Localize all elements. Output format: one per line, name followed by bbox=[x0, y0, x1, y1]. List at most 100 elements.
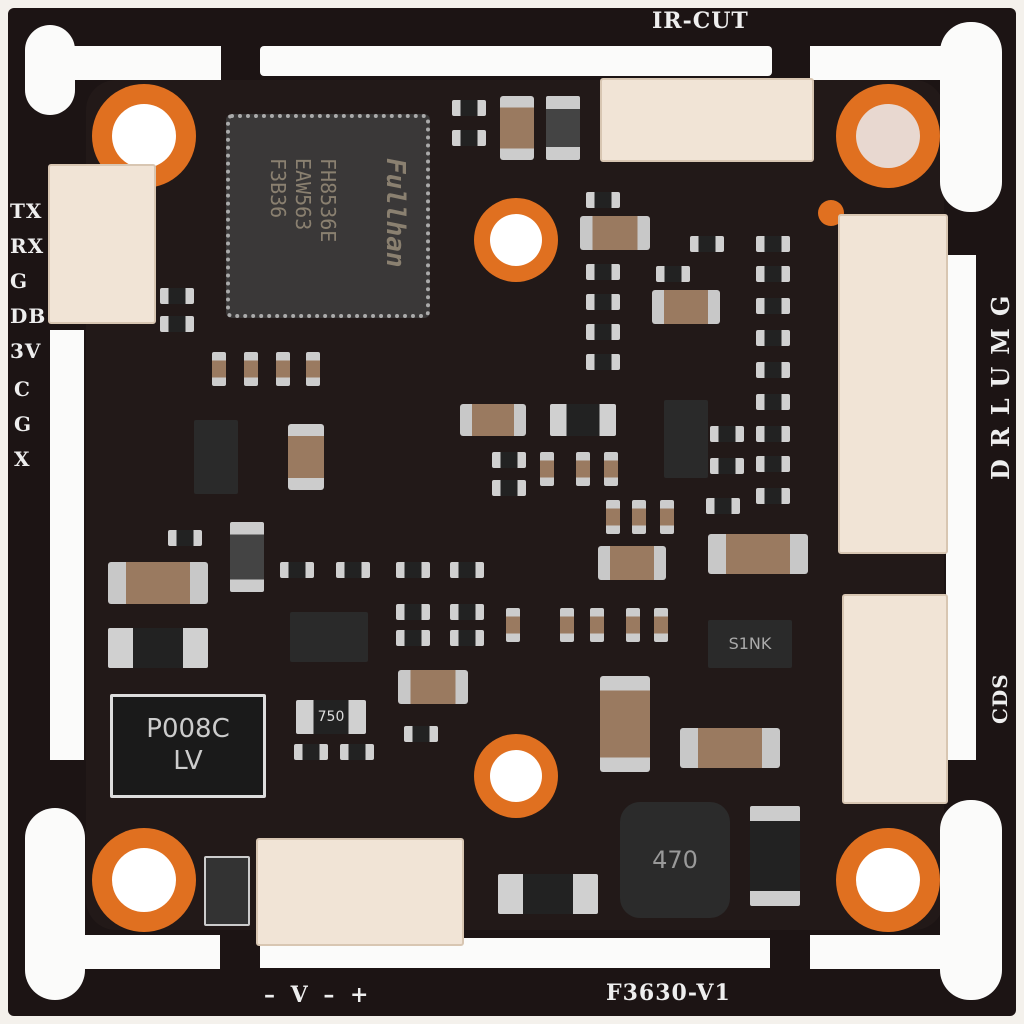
smd-resistor bbox=[690, 236, 724, 252]
smd-resistor bbox=[396, 630, 430, 646]
smd-capacitor bbox=[626, 608, 640, 642]
smd-capacitor bbox=[276, 352, 290, 386]
power-connector bbox=[256, 838, 464, 946]
smd-resistor bbox=[756, 456, 790, 472]
smd-capacitor bbox=[244, 352, 258, 386]
resistor bbox=[108, 628, 208, 668]
diode-code: P008C bbox=[146, 714, 230, 744]
mount-hole bbox=[112, 104, 176, 168]
smd-resistor bbox=[586, 354, 620, 370]
smd-resistor bbox=[450, 604, 484, 620]
smd-resistor bbox=[586, 192, 620, 208]
smd-resistor bbox=[756, 236, 790, 252]
label-cds: CDS bbox=[988, 673, 1012, 724]
mount-hole bbox=[112, 848, 176, 912]
smd-resistor bbox=[492, 480, 526, 496]
label-uart-pins: TX RX G DB 3V bbox=[10, 194, 50, 369]
regulator bbox=[664, 400, 708, 478]
smd-resistor bbox=[160, 316, 194, 332]
smd-capacitor bbox=[576, 452, 590, 486]
processor-chip: Fullhan FH8536E EAW563 F3B36 bbox=[226, 114, 430, 318]
capacitor bbox=[708, 534, 808, 574]
diode-code-2: LV bbox=[173, 746, 203, 776]
label-x: X bbox=[14, 447, 31, 471]
label-g: G bbox=[10, 269, 29, 293]
silk-bar-top bbox=[260, 46, 772, 76]
smd-resistor bbox=[586, 324, 620, 340]
smd-diode: P008C LV bbox=[110, 694, 266, 798]
label-ir-cut: IR-CUT bbox=[652, 8, 749, 34]
smd-resistor bbox=[756, 330, 790, 346]
smd-resistor bbox=[280, 562, 314, 578]
smd-resistor bbox=[336, 562, 370, 578]
label-c: C bbox=[14, 377, 31, 401]
smd-resistor bbox=[710, 458, 744, 474]
label-board-model: F3630-V1 bbox=[606, 980, 731, 1006]
smd-resistor bbox=[710, 426, 744, 442]
silk-corner bbox=[25, 808, 85, 1000]
via-hole bbox=[490, 750, 542, 802]
smd-resistor bbox=[756, 394, 790, 410]
label-3v: 3V bbox=[10, 339, 42, 363]
transistor bbox=[290, 612, 368, 662]
label-drlumg: DRLUMG bbox=[986, 283, 1015, 480]
resistor bbox=[230, 522, 264, 592]
chip-line: F3B36 bbox=[266, 158, 290, 219]
smd-resistor bbox=[586, 264, 620, 280]
smd-capacitor bbox=[654, 608, 668, 642]
capacitor bbox=[398, 670, 468, 704]
chip-line: FH8536E bbox=[316, 158, 340, 243]
smd-resistor bbox=[756, 426, 790, 442]
smd-resistor bbox=[450, 562, 484, 578]
smd-resistor bbox=[756, 362, 790, 378]
smd-resistor bbox=[706, 498, 740, 514]
drlumg-connector bbox=[838, 214, 948, 554]
smd-capacitor bbox=[660, 500, 674, 534]
capacitor bbox=[680, 728, 780, 768]
capacitor bbox=[108, 562, 208, 604]
capacitor bbox=[460, 404, 526, 436]
silk-corner bbox=[940, 800, 1002, 1000]
smd-capacitor bbox=[606, 500, 620, 534]
smd-resistor bbox=[756, 298, 790, 314]
mount-hole bbox=[856, 104, 920, 168]
smd-resistor bbox=[396, 604, 430, 620]
capacitor bbox=[652, 290, 720, 324]
smd-resistor bbox=[294, 744, 328, 760]
smd-capacitor bbox=[604, 452, 618, 486]
smd-resistor bbox=[492, 452, 526, 468]
resistor bbox=[546, 96, 580, 160]
capacitor bbox=[598, 546, 666, 580]
silk-bar-right bbox=[946, 255, 976, 760]
label-db: DB bbox=[10, 304, 47, 328]
capacitor bbox=[580, 216, 650, 250]
smd-resistor bbox=[452, 100, 486, 116]
smd-resistor bbox=[656, 266, 690, 282]
fuse bbox=[204, 856, 250, 926]
resistor bbox=[750, 806, 800, 906]
ir-cut-connector bbox=[600, 78, 814, 162]
label-power: – V – + bbox=[264, 982, 370, 1008]
chip-brand: Fullhan bbox=[380, 158, 410, 268]
smd-resistor bbox=[404, 726, 438, 742]
silk-corner bbox=[25, 25, 75, 115]
smd-resistor bbox=[340, 744, 374, 760]
cds-connector bbox=[842, 594, 948, 804]
resistor bbox=[550, 404, 616, 436]
label-tx: TX bbox=[10, 199, 43, 223]
silk-bar-left bbox=[50, 330, 84, 760]
capacitor bbox=[500, 96, 534, 160]
smd-capacitor bbox=[590, 608, 604, 642]
regulator bbox=[194, 420, 238, 494]
smd-resistor bbox=[168, 530, 202, 546]
uart-connector bbox=[48, 164, 156, 324]
smd-capacitor bbox=[306, 352, 320, 386]
smd-resistor bbox=[756, 488, 790, 504]
smd-capacitor bbox=[632, 500, 646, 534]
inductor: 470 bbox=[620, 802, 730, 918]
smd-resistor bbox=[450, 630, 484, 646]
capacitor bbox=[600, 676, 650, 772]
mount-hole bbox=[856, 848, 920, 912]
smd-capacitor bbox=[212, 352, 226, 386]
